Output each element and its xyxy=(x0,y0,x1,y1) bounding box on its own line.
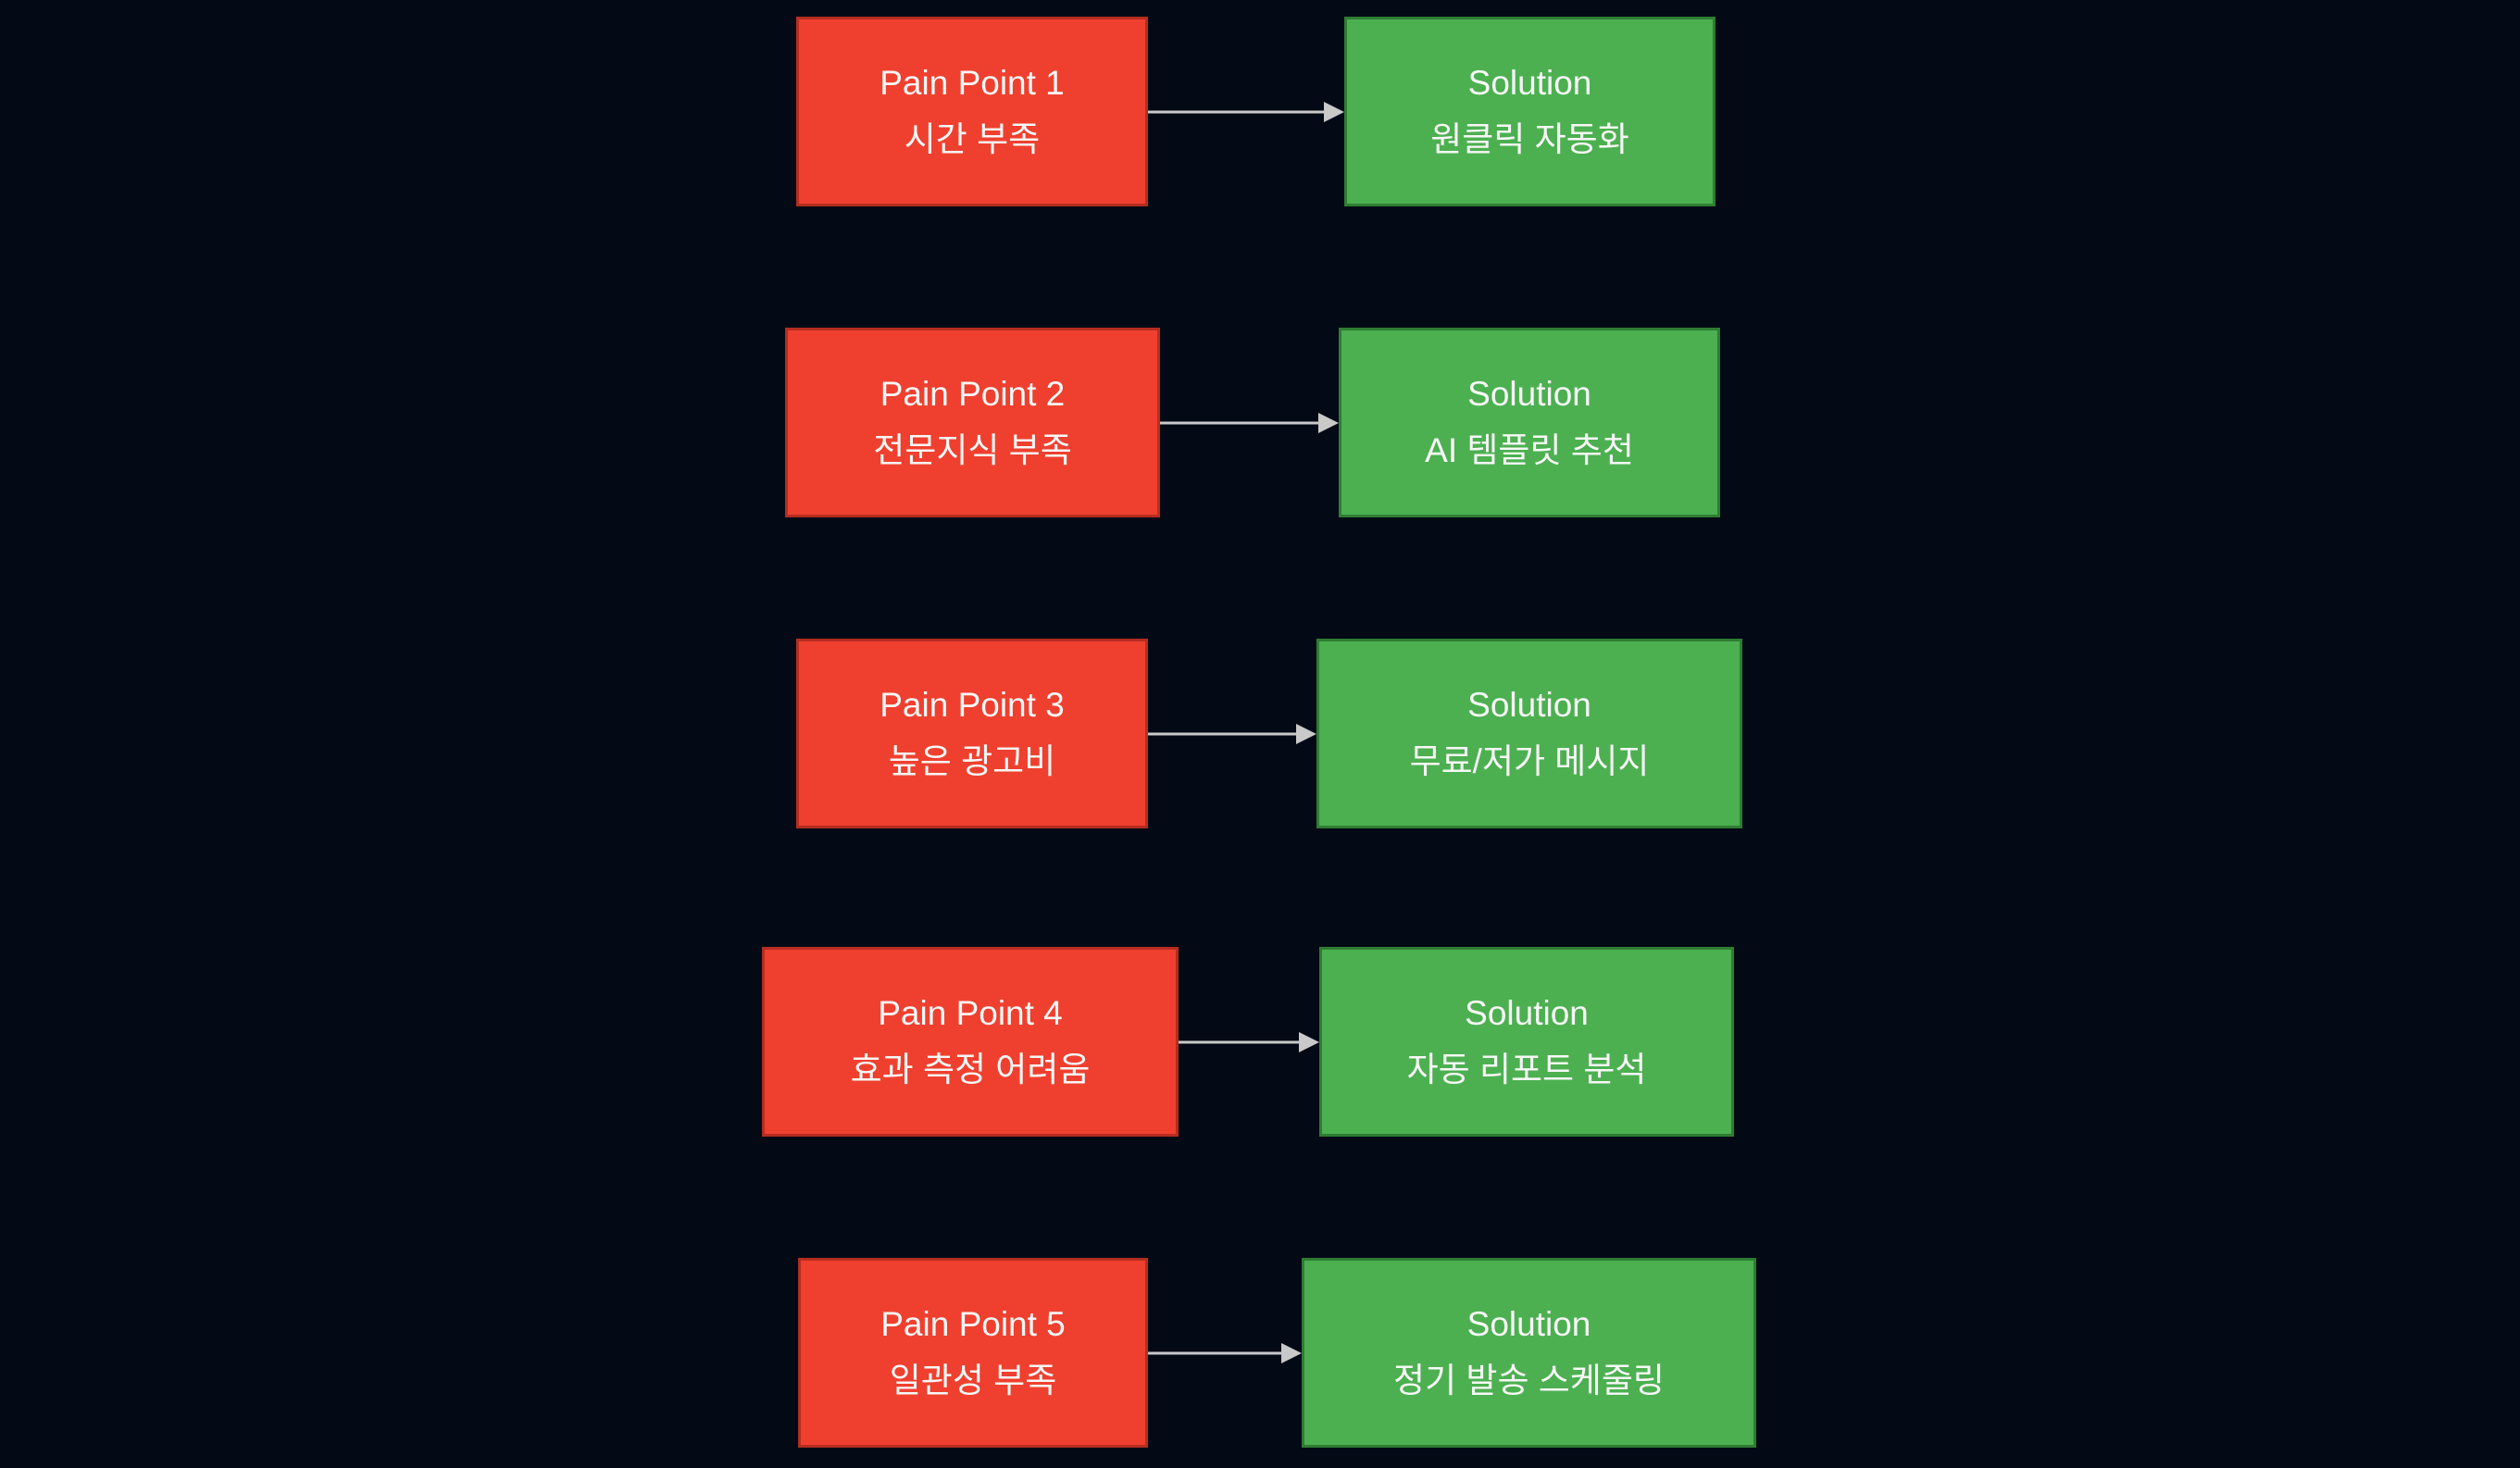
solution-label: AI 템플릿 추천 xyxy=(1425,430,1634,469)
solution-title: Solution xyxy=(1467,686,1591,725)
pain-point-label: 시간 부족 xyxy=(904,119,1041,158)
solution-box-5: Solution 정기 발송 스케줄링 xyxy=(1302,1258,1756,1448)
arrow-head-icon xyxy=(1296,724,1316,744)
pain-point-title: Pain Point 3 xyxy=(880,686,1065,725)
pain-point-label: 전문지식 부족 xyxy=(873,430,1072,469)
flow-row-2: Pain Point 2 전문지식 부족 Solution AI 템플릿 추천 xyxy=(0,328,2520,517)
solution-label: 자동 리포트 분석 xyxy=(1406,1050,1647,1089)
solution-box-4: Solution 자동 리포트 분석 xyxy=(1319,947,1734,1137)
flow-arrow-5 xyxy=(1148,1341,1302,1365)
pain-point-label: 높은 광고비 xyxy=(888,741,1056,780)
pain-point-label: 일관성 부족 xyxy=(889,1361,1057,1400)
arrow-head-icon xyxy=(1318,413,1339,433)
solution-title: Solution xyxy=(1467,64,1592,103)
flow-arrow-1 xyxy=(1148,100,1344,124)
solution-title: Solution xyxy=(1467,375,1591,414)
pain-point-box-4: Pain Point 4 효과 측정 어려움 xyxy=(762,947,1179,1137)
flow-row-3: Pain Point 3 높은 광고비 Solution 무료/저가 메시지 xyxy=(0,639,2520,828)
solution-label: 무료/저가 메시지 xyxy=(1409,741,1650,780)
flow-arrow-2 xyxy=(1160,411,1339,435)
pain-point-label: 효과 측정 어려움 xyxy=(850,1050,1091,1089)
flow-row-1: Pain Point 1 시간 부족 Solution 원클릭 자동화 xyxy=(0,17,2520,206)
pain-point-title: Pain Point 1 xyxy=(880,64,1065,103)
pain-point-title: Pain Point 4 xyxy=(878,994,1063,1033)
pain-point-box-2: Pain Point 2 전문지식 부족 xyxy=(785,328,1160,517)
solution-box-3: Solution 무료/저가 메시지 xyxy=(1316,639,1742,828)
pain-point-box-1: Pain Point 1 시간 부족 xyxy=(796,17,1148,206)
flow-arrow-3 xyxy=(1148,722,1316,746)
solution-title: Solution xyxy=(1465,994,1589,1033)
arrow-line xyxy=(1148,110,1328,114)
solution-label: 원클릭 자동화 xyxy=(1430,119,1629,158)
arrow-line xyxy=(1148,732,1300,736)
flow-row-5: Pain Point 5 일관성 부족 Solution 정기 발송 스케줄링 xyxy=(0,1258,2520,1448)
solution-title: Solution xyxy=(1466,1305,1591,1344)
pain-point-box-3: Pain Point 3 높은 광고비 xyxy=(796,639,1148,828)
arrow-line xyxy=(1160,421,1322,425)
arrow-line xyxy=(1148,1351,1285,1355)
pain-point-box-5: Pain Point 5 일관성 부족 xyxy=(798,1258,1148,1448)
solution-box-2: Solution AI 템플릿 추천 xyxy=(1339,328,1720,517)
solution-box-1: Solution 원클릭 자동화 xyxy=(1344,17,1715,206)
flow-arrow-4 xyxy=(1179,1030,1319,1054)
flow-row-4: Pain Point 4 효과 측정 어려움 Solution 자동 리포트 분… xyxy=(0,947,2520,1137)
arrow-head-icon xyxy=(1299,1032,1319,1052)
arrow-line xyxy=(1179,1040,1303,1044)
arrow-head-icon xyxy=(1281,1343,1302,1363)
pain-point-title: Pain Point 5 xyxy=(880,1305,1066,1344)
arrow-head-icon xyxy=(1324,102,1344,122)
pain-point-title: Pain Point 2 xyxy=(880,375,1066,414)
solution-label: 정기 발송 스케줄링 xyxy=(1393,1361,1665,1400)
